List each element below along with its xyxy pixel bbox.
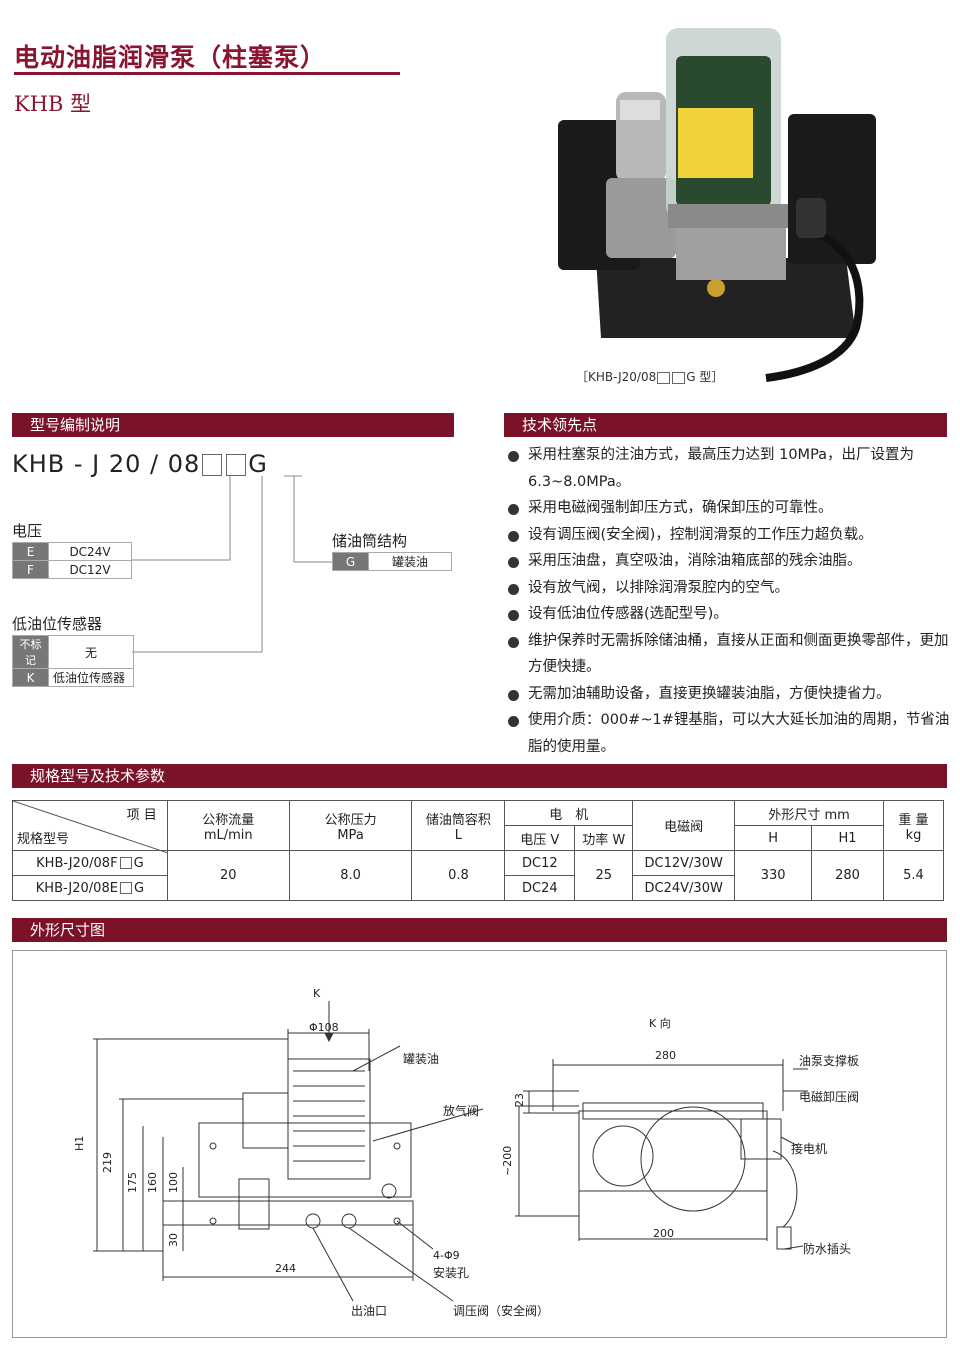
svg-text:244: 244 [275,1262,296,1275]
feature-item: 采用电磁阀强制卸压方式，确保卸压的可靠性。 [502,495,952,522]
section-dims: 外形尺寸图 [12,918,947,942]
placeholder-box [657,371,671,384]
placeholder-box [672,371,686,384]
section-model-code: 型号编制说明 [12,413,454,437]
dimension-drawing: K Φ108 罐装油 放气阀 H1 219 175 160 100 30 4-Φ… [12,950,947,1338]
voltage-title: 电压 [12,522,43,540]
svg-text:H1: H1 [73,1136,86,1151]
product-photo [558,28,876,382]
page-title: 电动油脂润滑泵（柱塞泵） [14,43,327,72]
feature-item: 设有低油位传感器(选配型号)。 [502,601,952,628]
svg-text:200: 200 [653,1227,674,1240]
svg-text:安装孔: 安装孔 [433,1265,469,1280]
svg-text:K 向: K 向 [649,1016,671,1030]
svg-text:160: 160 [146,1172,159,1193]
svg-text:30: 30 [167,1233,180,1247]
section-specs: 规格型号及技术参数 [12,764,947,788]
reservoir-title: 储油筒结构 [332,532,408,550]
svg-text:出油口: 出油口 [351,1304,387,1318]
feature-item: 采用柱塞泵的注油方式，最高压力达到 10MPa，出厂设置为 6.3~8.0MPa… [502,442,952,495]
svg-text:280: 280 [655,1049,676,1062]
sensor-title: 低油位传感器 [12,615,103,633]
code-box-2 [226,454,247,476]
model-code-leaders [132,475,332,653]
svg-text:油泵支撑板: 油泵支撑板 [799,1053,859,1068]
svg-text:~200: ~200 [501,1146,514,1176]
corner-cell: 项 目 规格型号 [12,800,168,853]
svg-text:电磁卸压阀: 电磁卸压阀 [799,1089,859,1104]
corner-diagonal [13,801,168,853]
svg-text:23: 23 [513,1093,526,1107]
section-tech: 技术领先点 [504,413,947,437]
page-subtitle: KHB 型 [14,92,92,116]
svg-text:罐装油: 罐装油 [403,1052,439,1066]
svg-text:接电机: 接电机 [791,1141,827,1156]
svg-text:K: K [313,987,321,1000]
feature-item: 采用压油盘，真空吸油，消除油箱底部的残余油脂。 [502,548,952,575]
feature-item: 使用介质：000#~1#锂基脂，可以大大延长加油的周期，节省油脂的使用量。 [502,707,952,760]
feature-item: 无需加油辅助设备，直接更换罐装油脂，方便快捷省力。 [502,681,952,708]
svg-text:防水插头: 防水插头 [803,1241,851,1256]
svg-text:Φ108: Φ108 [309,1021,339,1034]
feature-item: 维护保养时无需拆除储油桶，直接从正面和侧面更换零部件，更加方便快捷。 [502,628,952,681]
code-box-1 [202,454,223,476]
svg-text:175: 175 [126,1172,139,1193]
feature-list: 采用柱塞泵的注油方式，最高压力达到 10MPa，出厂设置为 6.3~8.0MPa… [502,442,952,760]
feature-item: 设有调压阀(安全阀)，控制润滑泵的工作压力超负载。 [502,522,952,549]
svg-text:调压阀（安全阀）: 调压阀（安全阀） [453,1303,549,1318]
title-underline [14,72,400,75]
svg-text:219: 219 [101,1152,114,1173]
drawing-svg: K Φ108 罐装油 放气阀 H1 219 175 160 100 30 4-Φ… [73,987,859,1318]
feature-item: 设有放气阀，以排除润滑泵腔内的空气。 [502,575,952,602]
svg-text:放气阀: 放气阀 [443,1103,479,1118]
svg-text:4-Φ9: 4-Φ9 [433,1249,460,1262]
svg-text:100: 100 [167,1172,180,1193]
